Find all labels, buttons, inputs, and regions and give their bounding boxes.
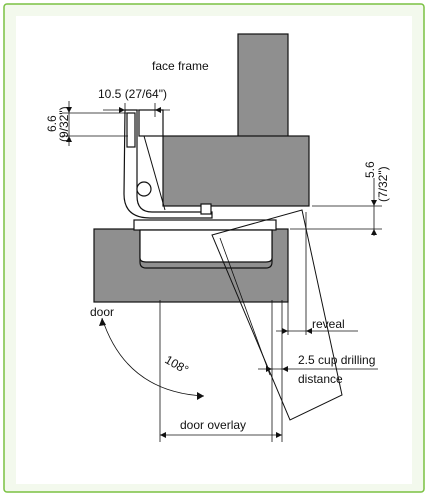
door-overlay-label: door overlay <box>180 418 246 432</box>
top-dimension-label: 10.5 (27/64") <box>98 87 167 101</box>
opening-angle-arc <box>101 317 205 397</box>
reveal-arrow-right <box>306 328 312 334</box>
hinge-screw-shape <box>136 181 152 197</box>
right-dim-arrow-bottom <box>371 229 377 235</box>
hinge-cup-flange <box>133 219 277 231</box>
hinge-clip-shape <box>200 203 212 215</box>
reveal-label: reveal <box>312 317 345 331</box>
top-dim-arrow-right <box>155 107 161 113</box>
hinge-plate-shape <box>138 109 164 137</box>
right-dim-arrow-top <box>371 200 377 206</box>
left-dimension-in-label: (9/32") <box>57 106 71 142</box>
hinge-arm-inner-edge <box>143 135 166 211</box>
reveal-arrow-left <box>282 328 288 334</box>
right-dimension-mm-label: 5.6 <box>363 161 377 178</box>
left-dimension-mm-label: 6.6 <box>45 115 59 132</box>
cup-drilling-label-2: distance <box>298 372 343 386</box>
cup-drilling-arrow-right <box>282 366 288 372</box>
angle-arrow-start <box>99 318 106 326</box>
cup-drilling-label-1: 2.5 cup drilling <box>298 353 375 367</box>
top-dim-arrow-left <box>119 107 125 113</box>
face-frame-label: face frame <box>152 59 209 73</box>
hinge-cup-rim <box>139 229 273 263</box>
door-open-inner-line <box>219 237 271 376</box>
door-label: door <box>90 305 114 319</box>
hinge-knuckle-shape <box>126 112 136 148</box>
door-overlay-arrow-left <box>160 432 166 438</box>
left-dim-arrow-bottom <box>66 136 72 142</box>
face-frame-shape <box>237 33 289 141</box>
cup-drilling-arrow-left <box>266 366 272 372</box>
cabinet-side-shape <box>162 135 310 207</box>
right-dimension-in-label: (7/32") <box>376 166 390 202</box>
angle-arrow-end <box>197 392 204 400</box>
left-dim-arrow-top <box>66 107 72 113</box>
door-overlay-arrow-right <box>276 432 282 438</box>
